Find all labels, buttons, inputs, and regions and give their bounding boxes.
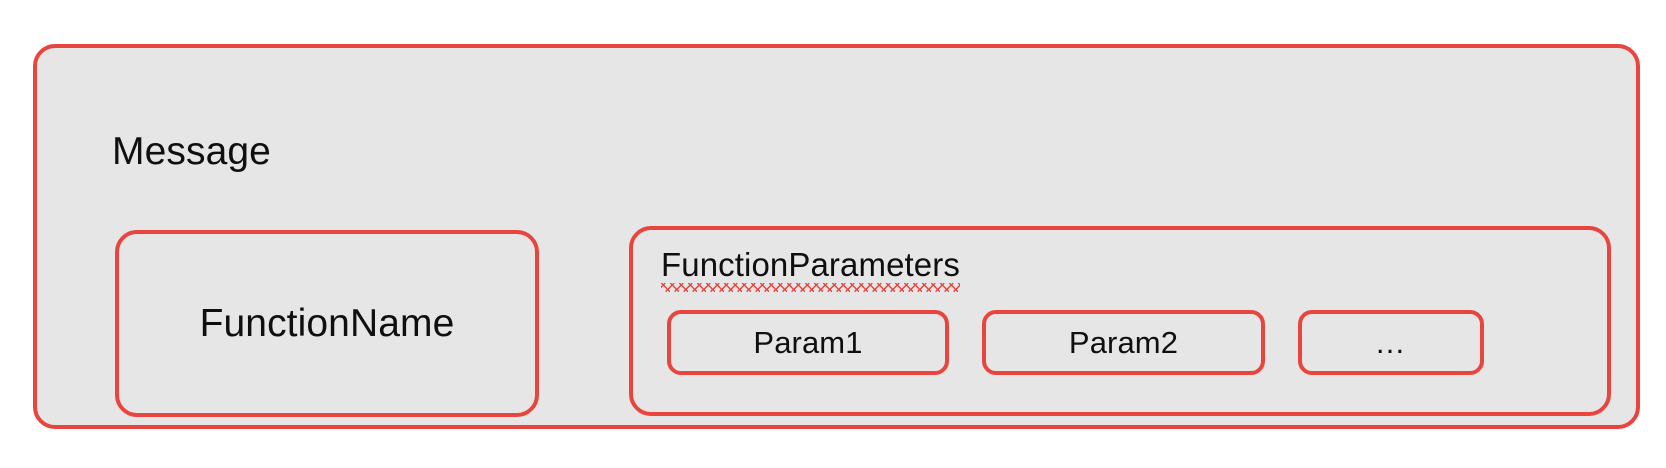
message-title-label: Message — [112, 130, 271, 173]
param-label: Param2 — [1068, 324, 1179, 360]
spellcheck-underline-icon — [661, 283, 960, 292]
param-box-1[interactable]: Param1 — [667, 310, 949, 375]
function-name-box[interactable]: FunctionName — [115, 230, 539, 417]
function-parameters-box[interactable]: FunctionParameters Param1 Param2 … — [629, 226, 1611, 416]
function-parameters-label: FunctionParameters — [661, 246, 960, 283]
param-label: Param1 — [753, 324, 863, 360]
message-container[interactable]: Message FunctionName FunctionParameters … — [33, 44, 1640, 429]
param-label-ellipsis: … — [1374, 324, 1408, 360]
function-parameters-label-wrap: FunctionParameters — [661, 246, 960, 292]
parameter-list: Param1 Param2 … — [667, 310, 1484, 375]
function-name-label: FunctionName — [199, 301, 455, 345]
param-box-more[interactable]: … — [1298, 310, 1484, 375]
param-box-2[interactable]: Param2 — [982, 310, 1265, 375]
